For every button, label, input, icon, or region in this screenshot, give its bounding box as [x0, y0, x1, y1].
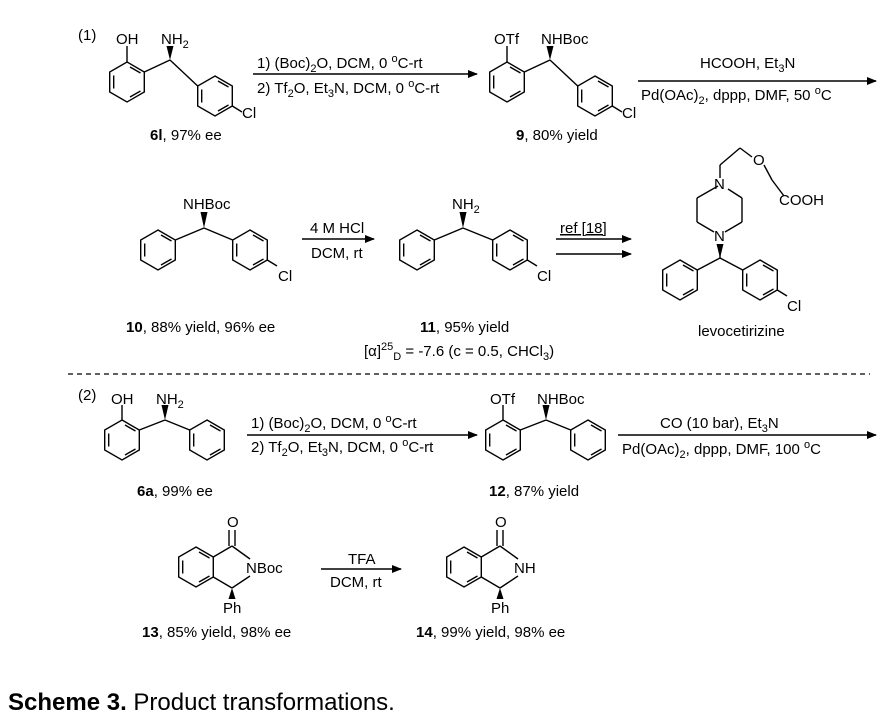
9-otf: OTf: [494, 31, 520, 48]
levo-cl: Cl: [787, 298, 801, 315]
10-nhboc: NHBoc: [183, 196, 231, 213]
14-ph: Ph: [491, 600, 509, 617]
10-caption: 10, 88% yield, 96% ee: [126, 319, 275, 336]
6l-oh: OH: [116, 31, 139, 48]
12-caption: 12, 87% yield: [489, 483, 579, 500]
reaction-scheme: (1) OH NH2 Cl 6l, 97% ee 1) (Boc)2O, DCM…: [68, 27, 877, 641]
13-caption: 13, 85% yield, 98% ee: [142, 624, 291, 641]
compound-6a-structure: [103, 405, 226, 461]
step2a-line1: 1) (Boc)2O, DCM, 0 oC-rt: [251, 413, 417, 435]
6l-nh2: NH2: [161, 31, 189, 51]
step1c-top: 4 M HCl: [310, 220, 364, 237]
13-nboc: NBoc: [246, 560, 283, 577]
9-nhboc: NHBoc: [541, 31, 589, 48]
levo-n2: N: [714, 228, 725, 245]
14-caption: 14, 99% yield, 98% ee: [416, 624, 565, 641]
14-o: O: [495, 514, 507, 531]
compound-6l-structure: [108, 46, 243, 117]
compound-11-structure: [399, 212, 538, 271]
levocetirizine-structure: [662, 147, 788, 301]
9-cl: Cl: [622, 105, 636, 122]
step1d-ref: ref [18]: [560, 220, 607, 237]
step1a-line2: 2) Tf2O, Et3N, DCM, 0 oC-rt: [257, 78, 440, 100]
11-nh2: NH2: [452, 196, 480, 216]
step2c-bottom: DCM, rt: [330, 574, 382, 591]
9-caption: 9, 80% yield: [516, 127, 598, 144]
levo-o: O: [753, 152, 765, 169]
11-rotation: [α]25D = -7.6 (c = 0.5, CHCl3): [364, 341, 554, 363]
caption-label: Scheme 3.: [8, 689, 127, 716]
compound-10-structure: [139, 212, 278, 271]
6a-oh: OH: [111, 391, 134, 408]
part1-label: (1): [78, 27, 96, 44]
compound-9-structure: [489, 46, 623, 117]
6a-caption: 6a, 99% ee: [137, 483, 213, 500]
levo-n1: N: [714, 176, 725, 193]
compound-13-structure: [177, 530, 251, 599]
step2b-top: CO (10 bar), Et3N: [660, 415, 779, 435]
14-nh: NH: [514, 560, 536, 577]
levo-name: levocetirizine: [698, 323, 785, 340]
levo-cooh: COOH: [779, 192, 824, 209]
step2c-top: TFA: [348, 551, 376, 568]
6a-nh2: NH2: [156, 391, 184, 411]
scheme-caption: Scheme 3. Product transformations.: [8, 689, 395, 717]
11-cl: Cl: [537, 268, 551, 285]
12-nhboc: NHBoc: [537, 391, 585, 408]
compound-12-structure: [485, 405, 606, 461]
10-cl: Cl: [278, 268, 292, 285]
step1b-bottom: Pd(OAc)2, dppp, DMF, 50 oC: [641, 85, 832, 107]
step2a-line2: 2) Tf2O, Et3N, DCM, 0 oC-rt: [251, 437, 434, 459]
11-caption: 11, 95% yield: [420, 319, 509, 336]
part2-label: (2): [78, 387, 96, 404]
6l-cl: Cl: [242, 105, 256, 122]
step1c-bottom: DCM, rt: [311, 245, 363, 262]
step1b-top: HCOOH, Et3N: [700, 55, 795, 75]
step1a-line1: 1) (Boc)2O, DCM, 0 oC-rt: [257, 53, 423, 75]
compound-14-structure: [446, 530, 519, 599]
13-ph: Ph: [223, 600, 241, 617]
13-o: O: [227, 514, 239, 531]
12-otf: OTf: [490, 391, 516, 408]
caption-text: Product transformations.: [126, 689, 395, 716]
step2b-bottom: Pd(OAc)2, dppp, DMF, 100 oC: [622, 439, 821, 461]
6l-caption: 6l, 97% ee: [150, 127, 222, 144]
